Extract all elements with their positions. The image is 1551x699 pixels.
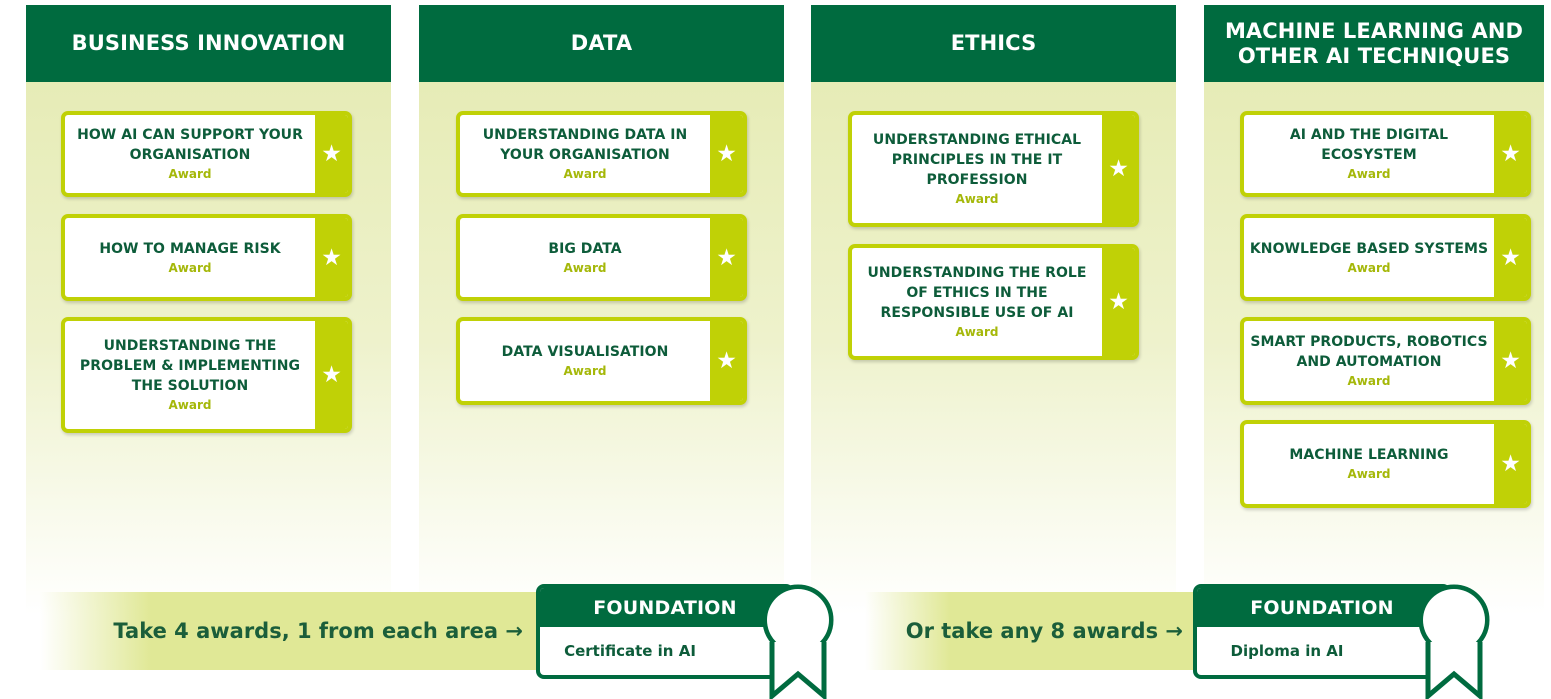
award-label: Award [563,167,607,181]
star-icon: ★ [710,115,743,193]
award-card[interactable]: KNOWLEDGE BASED SYSTEMS Award ★ [1240,214,1531,301]
award-title: UNDERSTANDING DATA IN YOUR ORGANISATION [482,127,688,163]
column-header: BUSINESS INNOVATION [26,5,391,82]
star-icon: ★ [1494,321,1527,401]
star-icon: ★ [1102,115,1135,223]
column-header: ETHICS [811,5,1176,82]
award-card[interactable]: BIG DATA Award ★ [456,214,747,301]
award-title: HOW TO MANAGE RISK [99,240,281,257]
star-icon: ★ [1494,424,1527,504]
star-icon: ★ [710,321,743,401]
award-card[interactable]: HOW TO MANAGE RISK Award ★ [61,214,352,301]
award-label: Award [168,260,212,275]
award-title: DATA VISUALISATION [501,344,669,360]
pathway-label: Or take any 8 awards → [905,619,1183,643]
award-card[interactable]: UNDERSTANDING THE PROBLEM & IMPLEMENTING… [61,317,352,433]
star-icon: ★ [1102,248,1135,356]
award-label: Award [955,325,999,339]
award-label: Award [563,260,607,275]
cert-level: FOUNDATION [540,588,790,627]
rosette-icon [1418,584,1490,699]
award-label: Award [1347,467,1391,481]
award-card[interactable]: HOW AI CAN SUPPORT YOUR ORGANISATION Awar… [61,111,352,197]
award-title: MACHINE LEARNING [1289,447,1449,463]
foundation-certificate-badge: FOUNDATION Certificate in AI [536,584,794,679]
star-icon: ★ [710,218,743,297]
foundation-diploma-badge: FOUNDATION Diploma in AI [1193,584,1451,679]
star-icon: ★ [315,321,348,429]
award-card[interactable]: UNDERSTANDING DATA IN YOUR ORGANISATION A… [456,111,747,197]
star-icon: ★ [1494,115,1527,193]
award-label: Award [168,167,212,181]
award-card[interactable]: DATA VISUALISATION Award ★ [456,317,747,405]
award-title: UNDERSTANDING ETHICAL PRINCIPLES IN THE … [872,132,1082,188]
award-card[interactable]: MACHINE LEARNING Award ★ [1240,420,1531,508]
award-title: AI AND THE DIGITAL ECOSYSTEM [1289,127,1449,163]
column-header: DATA [419,5,784,82]
award-card[interactable]: SMART PRODUCTS, ROBOTICS AND AUTOMATION A… [1240,317,1531,405]
star-icon: ★ [315,218,348,297]
award-card[interactable]: UNDERSTANDING ETHICAL PRINCIPLES IN THE … [848,111,1139,227]
column-business-innovation: BUSINESS INNOVATION HOW AI CAN SUPPORT Y… [26,5,391,615]
award-label: Award [1347,374,1391,388]
column-data: DATA UNDERSTANDING DATA IN YOUR ORGANISA… [419,5,784,615]
award-title: UNDERSTANDING THE PROBLEM & IMPLEMENTING… [79,338,301,394]
star-icon: ★ [1494,218,1527,297]
award-label: Award [563,364,607,378]
award-label: Award [1347,167,1391,181]
award-card[interactable]: UNDERSTANDING THE ROLE OF ETHICS IN THE … [848,244,1139,360]
column-header: MACHINE LEARNING AND OTHER AI TECHNIQUES [1204,5,1544,82]
award-title: BIG DATA [548,240,622,257]
pathway-label: Take 4 awards, 1 from each area → [113,619,523,643]
award-label: Award [955,192,999,206]
pathway-diploma-text: Or take any 8 awards → [865,592,1205,670]
star-icon: ★ [315,115,348,193]
award-label: Award [1347,260,1391,275]
award-label: Award [168,398,212,412]
column-ethics: ETHICS UNDERSTANDING ETHICAL PRINCIPLES … [811,5,1176,615]
award-card[interactable]: AI AND THE DIGITAL ECOSYSTEM Award ★ [1240,111,1531,197]
pathway-certificate-text: Take 4 awards, 1 from each area → [40,592,545,670]
cert-level: FOUNDATION [1197,588,1447,627]
cert-qualification: Diploma in AI [1230,642,1344,660]
award-title: UNDERSTANDING THE ROLE OF ETHICS IN THE … [867,265,1087,321]
award-title: KNOWLEDGE BASED SYSTEMS [1249,240,1489,257]
column-machine-learning: MACHINE LEARNING AND OTHER AI TECHNIQUES… [1204,5,1544,615]
award-title: SMART PRODUCTS, ROBOTICS AND AUTOMATION [1250,334,1488,370]
rosette-icon [762,584,834,699]
cert-qualification: Certificate in AI [564,642,696,660]
award-title: HOW AI CAN SUPPORT YOUR ORGANISATION [77,127,303,163]
